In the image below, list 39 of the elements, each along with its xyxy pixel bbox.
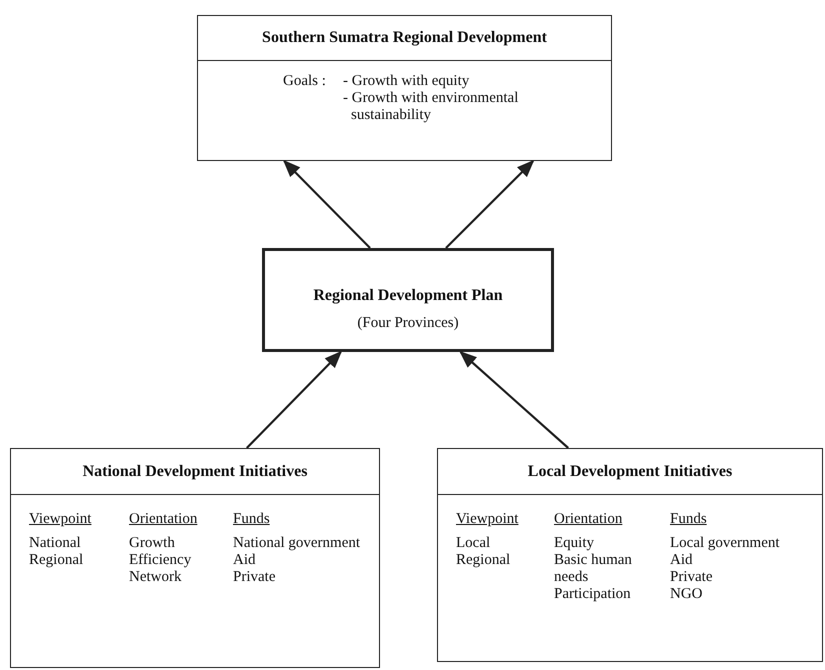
list-item: Local government bbox=[670, 535, 781, 552]
box-heading: National Development Initiatives bbox=[11, 449, 379, 495]
list-item: Participation bbox=[554, 586, 632, 603]
info-box bbox=[10, 448, 380, 668]
box-heading: Southern Sumatra Regional Development bbox=[198, 16, 611, 61]
list-item: National government bbox=[233, 535, 362, 552]
goals-label: Goals : bbox=[283, 73, 326, 90]
info-box bbox=[197, 15, 612, 161]
column-heading: Funds bbox=[670, 511, 707, 528]
column-heading: Orientation bbox=[129, 511, 198, 528]
list-item: Regional bbox=[29, 552, 84, 569]
arrow bbox=[459, 350, 569, 449]
list-item: Aid bbox=[670, 552, 694, 569]
info-box bbox=[437, 448, 823, 662]
column-heading: Viewpoint bbox=[29, 511, 92, 528]
goal-item: - Growth with environmental sustainability bbox=[343, 90, 520, 124]
list-item: Private bbox=[670, 569, 714, 586]
list-item: Aid bbox=[233, 552, 256, 569]
list-item: Equity bbox=[554, 535, 595, 552]
list-item: National bbox=[29, 535, 82, 552]
column-heading: Viewpoint bbox=[456, 511, 518, 528]
box-subtitle: (Four Provinces) bbox=[356, 315, 460, 332]
box-heading: Regional Development Plan bbox=[312, 287, 504, 304]
arrow bbox=[445, 160, 534, 249]
box-heading: Local Development Initiatives bbox=[438, 449, 822, 495]
list-item: Network bbox=[129, 569, 182, 586]
arrow bbox=[246, 350, 342, 449]
arrow bbox=[282, 160, 371, 249]
goal-item: - Growth with equity bbox=[343, 73, 470, 90]
list-item: Basic human needs bbox=[554, 552, 633, 586]
list-item: NGO bbox=[670, 586, 704, 603]
list-item: Regional bbox=[456, 552, 512, 569]
list-item: Growth bbox=[129, 535, 176, 552]
column-heading: Orientation bbox=[554, 511, 622, 528]
list-item: Private bbox=[233, 569, 276, 586]
column-heading: Funds bbox=[233, 511, 270, 528]
process-box bbox=[262, 248, 554, 352]
list-item: Local bbox=[456, 535, 492, 552]
list-item: Efficiency bbox=[129, 552, 192, 569]
